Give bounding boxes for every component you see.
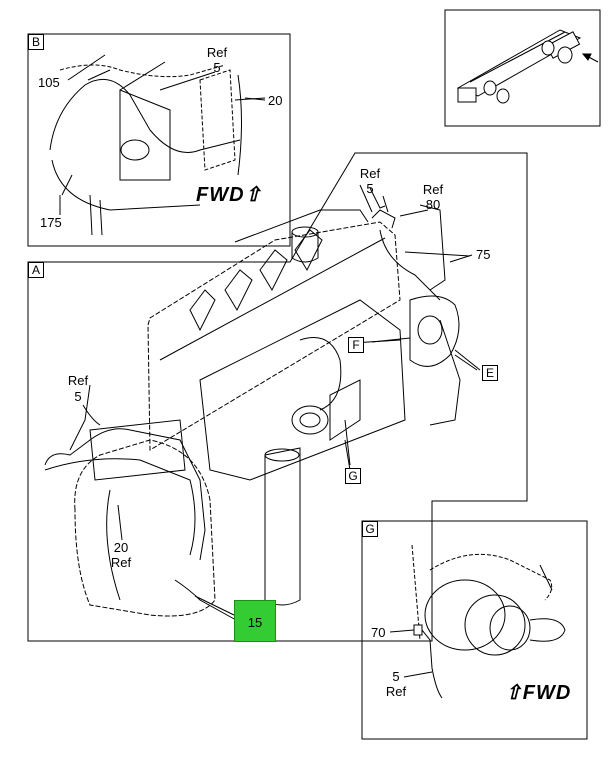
view-tag-g[interactable]: G	[345, 468, 361, 484]
ref-label: Ref	[385, 684, 407, 699]
view-tag-f[interactable]: F	[348, 337, 364, 353]
ref-label: Ref	[67, 373, 89, 388]
detail-g-frame	[361, 520, 588, 740]
part-number-5: 5	[213, 60, 221, 75]
detail-b-frame	[27, 33, 291, 247]
fwd-label: FWD	[196, 184, 245, 206]
detail-g-sketch	[389, 544, 566, 699]
locator-frame	[444, 9, 601, 127]
ref-label: Ref	[206, 45, 228, 60]
chassis-sketch	[456, 29, 599, 104]
part-number-5: 5	[392, 669, 400, 684]
part-number-70: 70	[371, 625, 386, 640]
part-number-5: 5	[366, 181, 374, 196]
leader-lines	[59, 69, 478, 616]
panel-letter-b: B	[28, 34, 44, 50]
fwd-arrow-icon: ⇧	[244, 184, 263, 206]
part-number-20: 20	[268, 93, 283, 108]
callout-15-button[interactable]: 15	[234, 600, 276, 642]
fwd-indicator-b: FWD⇧	[196, 182, 262, 207]
ref-label: Ref	[110, 555, 132, 570]
part-number-80: 80	[425, 197, 441, 212]
view-tag-e[interactable]: E	[482, 365, 498, 381]
ref-label: Ref	[359, 166, 381, 181]
panel-letter-g: G	[362, 521, 378, 537]
panel-letter-a: A	[28, 262, 44, 278]
part-number-5: 5	[74, 389, 82, 404]
part-number-105: 105	[38, 75, 60, 90]
ref-label: Ref	[422, 182, 444, 197]
part-number-175: 175	[40, 215, 62, 230]
detail-b-sketch	[49, 54, 266, 236]
engine-sketch	[44, 184, 481, 621]
view-a-frame	[27, 152, 528, 642]
part-number-20: 20	[113, 540, 129, 555]
fwd-indicator-g: ⇧FWD	[505, 680, 571, 705]
fwd-label: FWD	[522, 682, 572, 704]
part-number-75: 75	[476, 247, 491, 262]
fwd-arrow-icon: ⇧	[505, 682, 523, 704]
